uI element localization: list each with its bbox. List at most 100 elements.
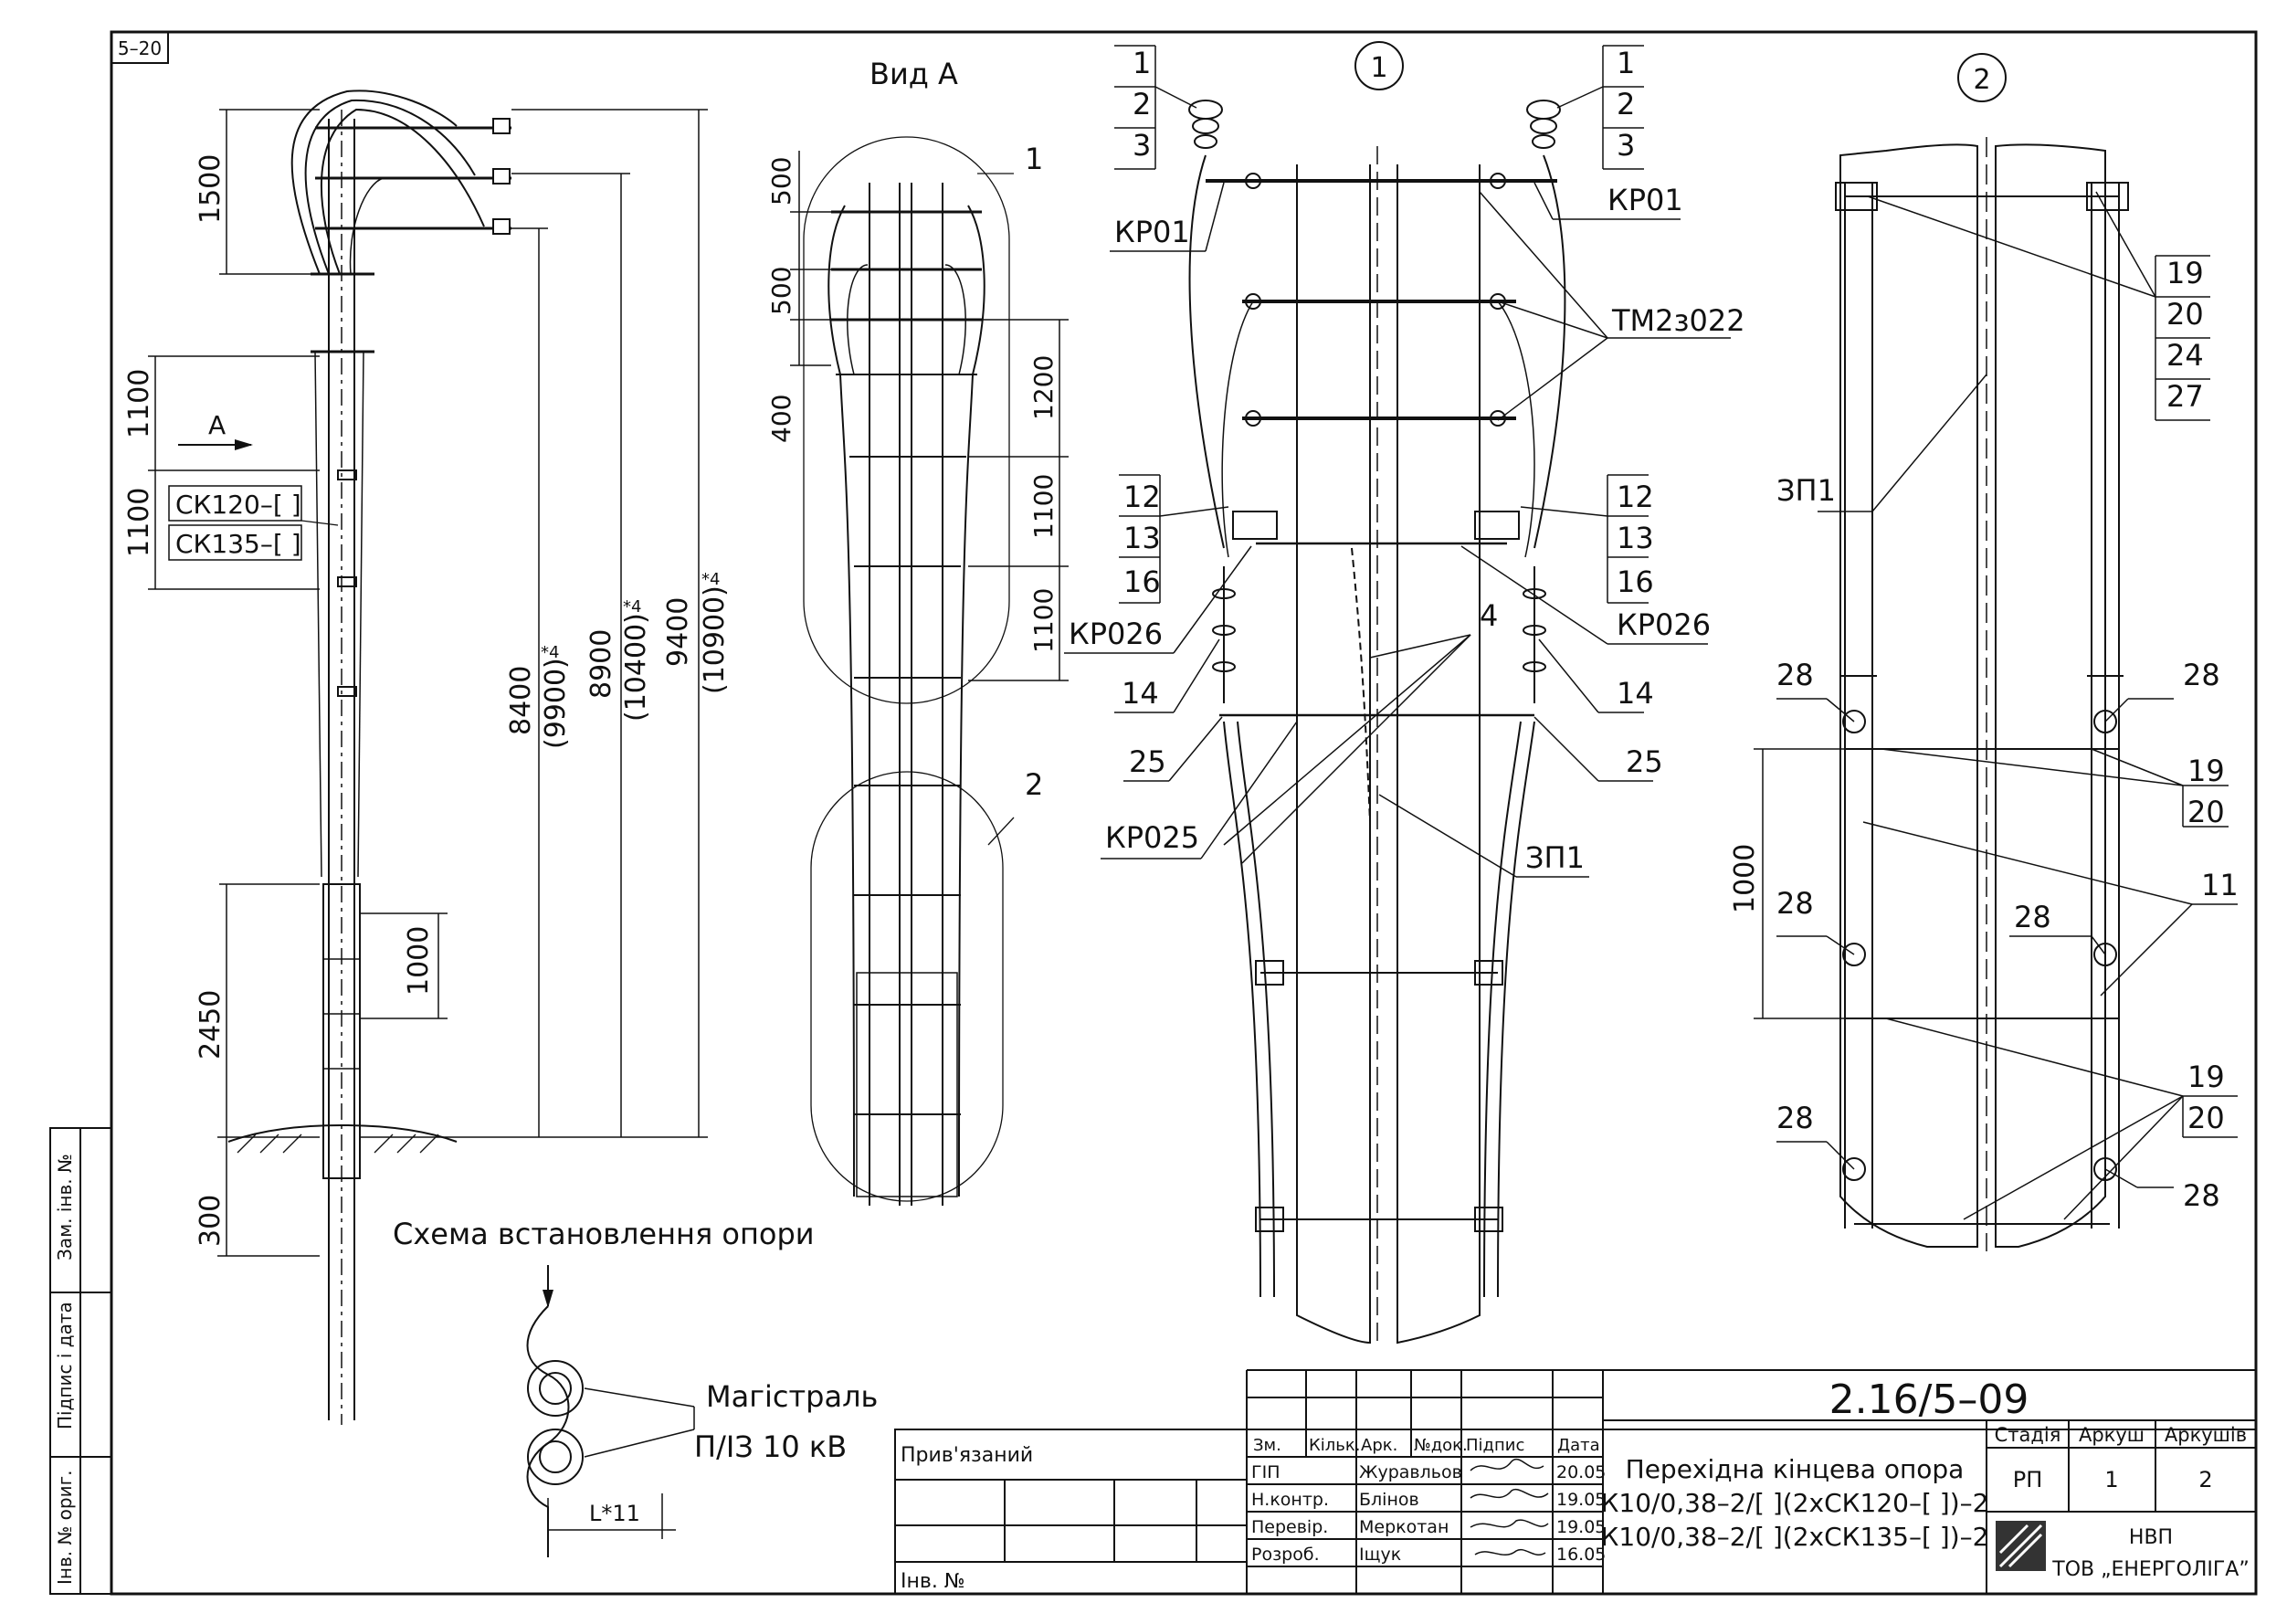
d2-label-19-c: 19 [2187,1060,2225,1094]
side-stamp-replace-inv: Зам. інв. № [54,1154,76,1260]
signer-date-1: 20.05 [1556,1462,1606,1482]
d1-label-left-13: 13 [1123,521,1161,555]
d1-label-left-kr01: КР01 [1114,215,1190,249]
d2-label-28-c: 28 [1776,886,1814,921]
signer-date-4: 16.05 [1556,1545,1606,1565]
col-header-change: Зм. [1253,1436,1281,1455]
d2-label-20-b: 20 [2187,795,2225,829]
footnote-b: *4 [623,597,641,617]
d2-label-11: 11 [2201,868,2239,902]
scheme-title: Схема встановлення опори [393,1217,815,1251]
d1-label-left-kr025: КР025 [1105,820,1199,855]
sheet-frame: 5–20 [110,30,2258,1596]
d1-label-right-12: 12 [1617,480,1654,514]
detail-2-title: 2 [1973,64,1990,96]
d1-label-right-zp1: ЗП1 [1525,840,1585,875]
signer-role-1: ГІП [1251,1462,1280,1482]
col-header-doc: №док. [1414,1436,1468,1455]
d1-label-left-12: 12 [1123,480,1161,514]
scheme-line1: Магістраль [706,1379,878,1414]
signer-role-3: Перевір. [1251,1517,1328,1537]
d1-label-left-2: 2 [1133,87,1151,121]
detail-2: 2 1000 [1729,53,2239,1251]
sheet-label: Аркуш [2079,1424,2145,1446]
signer-name-4: Іщук [1359,1545,1401,1565]
side-stamp-orig-inv: Інв. № ориг. [54,1471,76,1585]
view-a-callout-2: 2 [1025,767,1043,802]
signature-scribbles [1470,1459,1549,1556]
dim-1500: 1500 [195,154,227,224]
signer-name-1: Журавльов [1359,1462,1462,1482]
view-arrow-label: А [208,410,226,440]
d2-dim-1000: 1000 [1729,844,1761,913]
col-header-sign: Підпис [1466,1436,1524,1455]
signer-date-3: 19.05 [1556,1517,1606,1537]
dim-8900: 8900 [585,629,617,699]
col-header-sheet: Арк. [1361,1436,1397,1455]
dim-9900: (9900) [540,658,572,749]
sheet-value: 1 [2104,1467,2118,1492]
d1-label-right-4: 4 [1480,598,1498,633]
scheme-line2: П/ІЗ 10 кВ [694,1429,847,1464]
d2-label-20-c: 20 [2187,1101,2225,1135]
view-a-dim-500-a: 500 [766,157,796,206]
d1-label-right-16: 16 [1617,564,1654,599]
d2-label-24: 24 [2166,338,2204,373]
d2-label-19-a: 19 [2166,256,2204,290]
dim-1100-a: 1100 [123,369,155,438]
view-a-dim-500-b: 500 [766,267,796,315]
d2-label-28-f: 28 [2183,1178,2220,1213]
footnote-a: *4 [541,643,559,662]
detail-1-title: 1 [1370,52,1387,84]
col-header-date: Дата [1557,1436,1600,1455]
dim-1000: 1000 [403,926,435,996]
scheme-dim: L*11 [589,1501,640,1526]
signer-name-3: Меркотан [1359,1517,1449,1537]
d2-label-28-e: 28 [1776,1101,1814,1135]
view-a-dim-1100-a: 1100 [1028,474,1059,539]
title-line-2: К10/0,38–2/[ ](2хСК120–[ ])–2 [1601,1488,1989,1518]
sheets-label: Аркушів [2165,1424,2247,1446]
d2-label-28-a: 28 [1776,658,1814,692]
view-a: Вид А 1 [766,57,1069,1206]
dim-1100-b: 1100 [123,488,155,557]
d2-label-19-b: 19 [2187,754,2225,788]
title-block: Прив'язаний Інв. № Зм. Кільк. Арк. №док.… [894,1369,2257,1595]
d1-label-right-tm: ТМ2з022 [1611,303,1745,338]
d1-label-left-kr026: КР026 [1069,617,1163,651]
signer-date-2: 19.05 [1556,1490,1606,1510]
d1-label-right-kr026: КР026 [1617,607,1711,642]
title-line-3: К10/0,38–2/[ ](2хСК135–[ ])–2 [1601,1522,1989,1552]
dim-8400: 8400 [505,666,537,735]
signer-role-2: Н.контр. [1251,1490,1329,1510]
d1-label-left-1: 1 [1133,46,1151,80]
side-stamp-sign-date: Підпис і дата [54,1302,76,1429]
d1-label-right-3: 3 [1617,128,1635,163]
d1-label-right-13: 13 [1617,521,1654,555]
d2-label-zp1: ЗП1 [1776,473,1836,508]
title-line-1: Перехідна кінцева опора [1626,1454,1965,1484]
dim-300: 300 [195,1195,227,1247]
d1-label-left-25: 25 [1129,744,1166,779]
d2-label-20-a: 20 [2166,297,2204,332]
cable-label-sk135: СК135–[ ] [175,529,301,559]
stage-value: РП [2013,1467,2043,1492]
linked-label: Прив'язаний [901,1444,1033,1467]
cable-label-sk120: СК120–[ ] [175,490,301,520]
d1-label-left-3: 3 [1133,128,1151,163]
inv-no-label: Інв. № [901,1570,965,1593]
dim-10400: (10400) [620,613,652,722]
d2-label-28-b: 28 [2183,658,2220,692]
footnote-c: *4 [701,570,720,589]
drawing-number: 2.16/5–09 [1829,1376,2029,1423]
view-a-dim-400: 400 [766,395,796,443]
dim-2450: 2450 [195,990,227,1060]
stage-label: Стадія [1995,1424,2061,1446]
main-pole-view: 1500 1100 1100 8400 (9900) 8900 (10400) … [123,90,731,1425]
sheets-value: 2 [2198,1467,2212,1492]
view-a-callout-1: 1 [1025,142,1043,176]
view-a-dim-1200: 1200 [1028,355,1059,420]
sheet-code: 5–20 [118,37,162,59]
d2-label-27: 27 [2166,379,2204,414]
